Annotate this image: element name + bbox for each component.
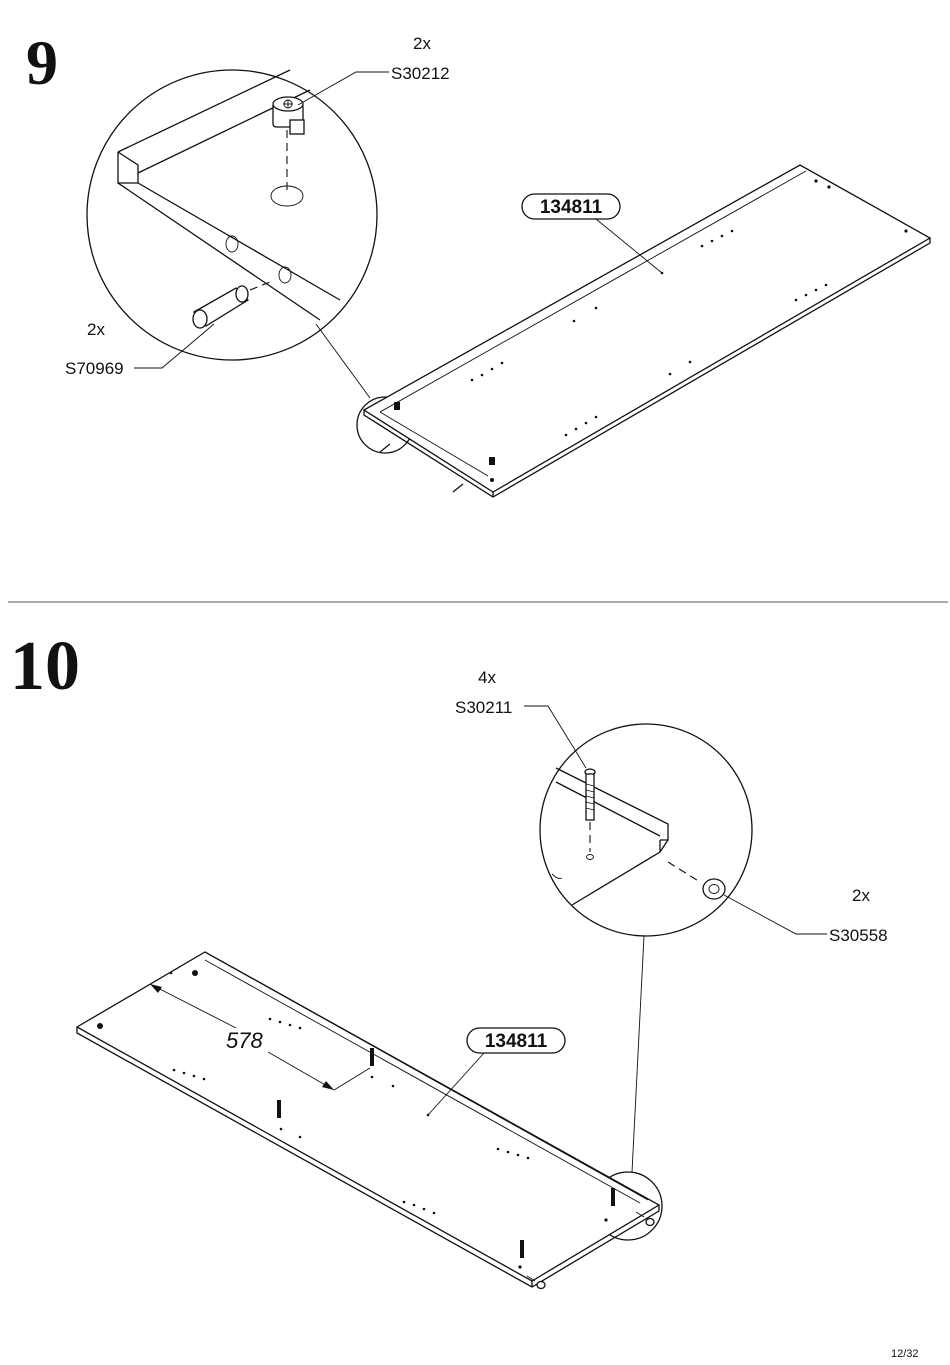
step-10-callout-cover-cap: 2x S30558 (723, 886, 888, 945)
callout-quantity: 2x (87, 320, 105, 339)
callout-part-code: S30558 (829, 926, 888, 945)
step-10-dimension: 578 (149, 983, 371, 1091)
svg-text:134811: 134811 (540, 197, 603, 218)
step-9-panel-drawing (362, 164, 932, 498)
step-9-detail-magnifier (86, 69, 378, 361)
wooden-dowel-icon (192, 281, 271, 329)
step-9-callout-cam-lock: 2x S30212 (297, 34, 450, 106)
callout-part-code: S30212 (391, 64, 450, 83)
step-10-detail-magnifier (539, 723, 753, 937)
cover-cap-icon (667, 861, 726, 900)
callout-part-code: S30211 (455, 698, 512, 717)
step-10-number: 10 (10, 628, 80, 705)
cam-lock-icon (272, 96, 305, 135)
cam-bolt-icon (584, 768, 596, 821)
step-10-callout-cam-bolt: 4x S30211 (455, 668, 587, 769)
step-10-part-id-label: 134811 (427, 1027, 566, 1116)
step-9-callout-dowel: 2x S70969 (65, 320, 215, 378)
callout-quantity: 4x (478, 668, 496, 687)
step-9: 9 (26, 27, 932, 498)
dimension-value: 578 (226, 1028, 263, 1053)
step-9-number: 9 (26, 27, 58, 98)
callout-part-code: S70969 (65, 359, 124, 378)
step-10-panel-drawing (75, 951, 661, 1290)
magnifier-connector-line (315, 323, 371, 399)
svg-text:134811: 134811 (485, 1031, 548, 1052)
step-9-part-id-label: 134811 (521, 193, 663, 274)
step-10: 10 (10, 628, 888, 1290)
callout-quantity: 2x (852, 886, 870, 905)
magnifier-connector-line (631, 935, 645, 1173)
callout-quantity: 2x (413, 34, 431, 53)
page-number: 12/32 (891, 1348, 919, 1360)
